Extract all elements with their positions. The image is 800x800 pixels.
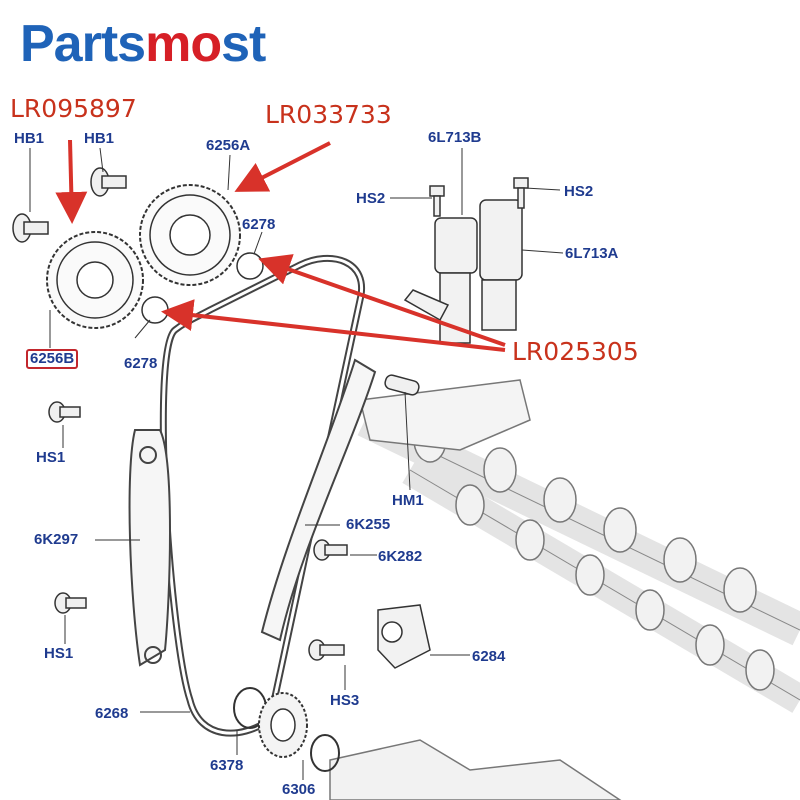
bolt-hb1-left [12, 213, 49, 243]
tensioner-arm [128, 429, 171, 667]
camshaft-lower [402, 457, 800, 713]
label-6k255: 6K255 [346, 516, 391, 533]
label-6268: 6268 [95, 705, 129, 722]
washer-6278-bottom [141, 296, 169, 324]
label-hs2-left: HS2 [356, 190, 386, 207]
reference-arrows [55, 139, 506, 352]
reference-lr025305: LR025305 [512, 337, 639, 366]
washer-6278-top [236, 252, 264, 280]
label-6l713b: 6L713B [428, 129, 482, 146]
bolt-6k282 [313, 539, 348, 561]
chain-tensioner-6284 [377, 604, 431, 669]
label-hs3: HS3 [330, 692, 360, 709]
crank-sprocket-6306 [258, 692, 308, 758]
reference-lr033733: LR033733 [265, 100, 392, 129]
brand-part1: Parts [20, 15, 146, 73]
bolt-hs1-bottom [54, 592, 87, 614]
label-6378: 6378 [210, 757, 244, 774]
chain-guide [260, 358, 377, 642]
cam-bearing-housing [359, 379, 531, 451]
reference-lr095897: LR095897 [10, 94, 137, 123]
bolt-hb1-right [90, 167, 127, 197]
bolt-hs1-top [48, 401, 81, 423]
label-hs1-top: HS1 [36, 449, 66, 466]
label-6278-bottom: 6278 [124, 355, 158, 372]
label-6k297: 6K297 [34, 531, 79, 548]
crankshaft [329, 739, 622, 800]
label-6256a: 6256A [206, 137, 251, 154]
pin-hm1 [384, 374, 420, 396]
vct-sprocket-6256B [46, 231, 144, 329]
label-hs1-bottom: HS1 [44, 645, 74, 662]
vct-sprocket-6256A [139, 184, 241, 286]
bolt-hs3 [308, 639, 345, 661]
label-6278-top: 6278 [242, 216, 276, 233]
o-ring-crank [310, 734, 340, 772]
label-hb1-right: HB1 [84, 130, 115, 147]
label-6k282: 6K282 [378, 548, 423, 565]
label-6256b: 6256B [26, 349, 79, 369]
camshaft-upper [357, 404, 800, 646]
label-6l713a: 6L713A [565, 245, 619, 262]
label-hs2-right: HS2 [564, 183, 594, 200]
brand-logo: Partsmost [20, 14, 266, 74]
brand-part3: st [221, 15, 266, 73]
bolt-hs2-left [429, 185, 445, 217]
label-hb1-left: HB1 [14, 130, 45, 147]
label-hm1: HM1 [392, 492, 424, 509]
solenoid-6L713A [479, 199, 523, 331]
leader-lines [29, 147, 564, 780]
brand-part2: mo [145, 15, 222, 73]
label-6306: 6306 [282, 781, 316, 798]
label-6284: 6284 [472, 648, 506, 665]
bolt-hs2-right [513, 177, 529, 209]
